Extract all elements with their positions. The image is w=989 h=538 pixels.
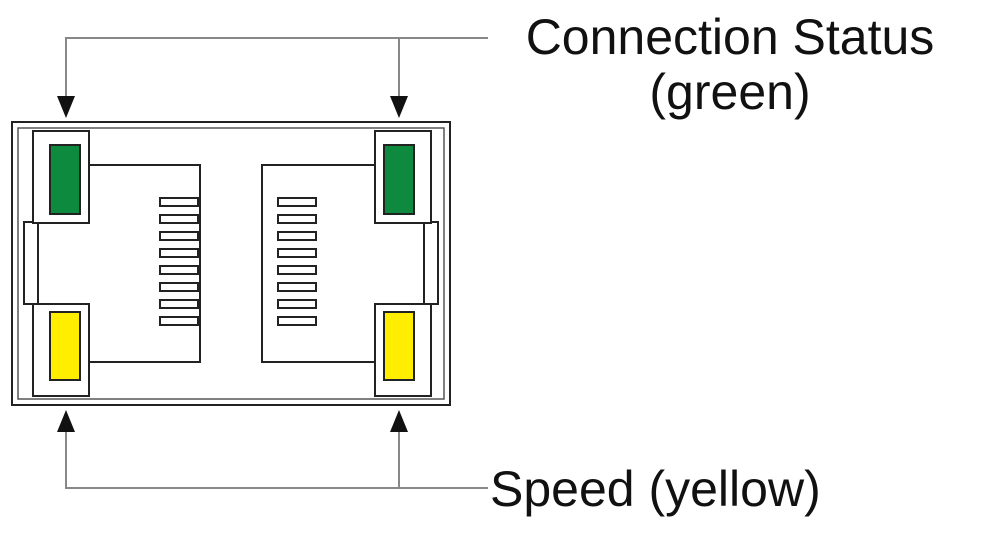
port-left bbox=[32, 130, 201, 397]
side-tab-left bbox=[23, 221, 39, 305]
arrow-up-icon bbox=[390, 410, 408, 432]
connection-led-left bbox=[32, 130, 90, 224]
speed-led-left bbox=[32, 303, 90, 397]
speed-label: Speed (yellow) bbox=[490, 461, 821, 517]
port-right bbox=[261, 130, 432, 397]
speed-leader bbox=[65, 430, 488, 489]
contact-pins-left bbox=[159, 197, 199, 326]
speed-led-right bbox=[374, 303, 432, 397]
connection-status-leader bbox=[65, 37, 488, 98]
side-tab-right bbox=[423, 221, 439, 305]
connector-body bbox=[11, 121, 451, 406]
arrow-down-icon bbox=[390, 96, 408, 118]
connection-status-color-label: (green) bbox=[649, 64, 811, 120]
contact-pins-right bbox=[277, 197, 317, 326]
connection-led-right bbox=[374, 130, 432, 224]
connection-status-label: Connection Status bbox=[525, 9, 935, 65]
arrow-down-icon bbox=[57, 96, 75, 118]
arrow-up-icon bbox=[57, 410, 75, 432]
